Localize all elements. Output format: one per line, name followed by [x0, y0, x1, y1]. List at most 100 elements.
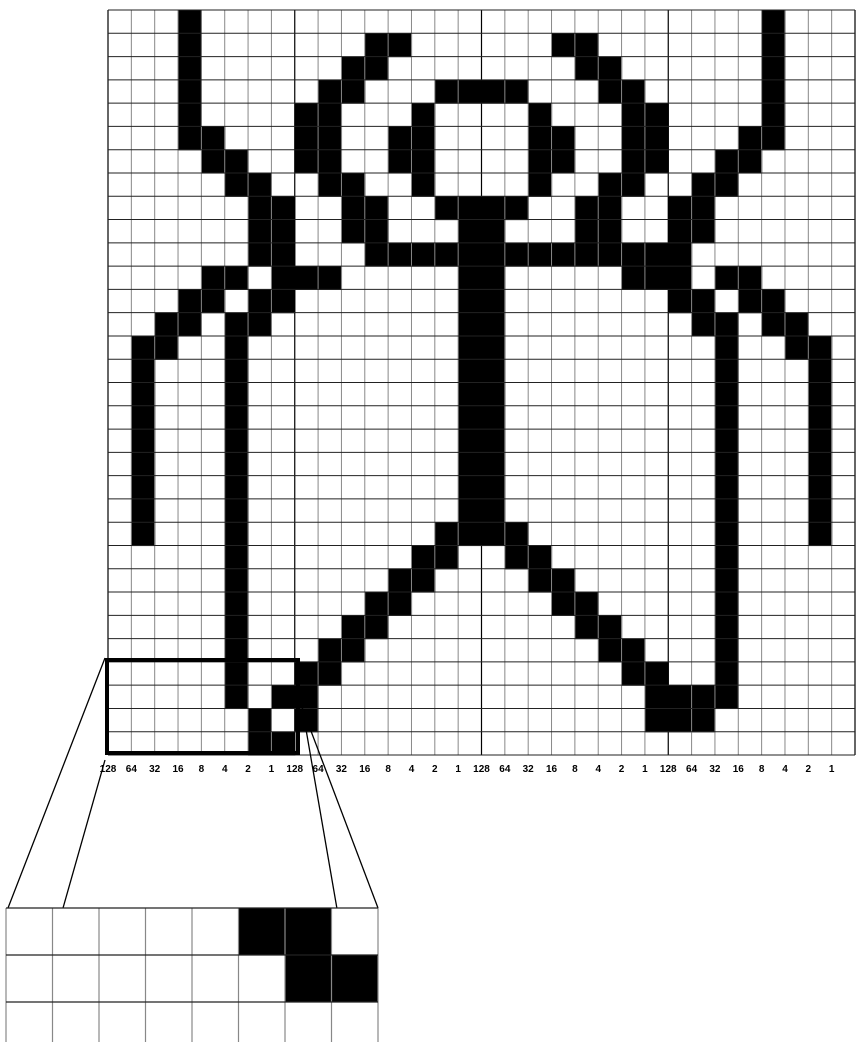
- filled-pixel: [528, 103, 552, 127]
- filled-pixel: [248, 708, 272, 732]
- bit-weight-label: 16: [546, 764, 558, 775]
- filled-pixel: [808, 383, 832, 407]
- filled-pixel: [715, 336, 739, 360]
- filled-pixel: [225, 615, 249, 639]
- filled-pixel: [178, 103, 202, 127]
- filled-pixel: [622, 266, 693, 290]
- bit-weight-label: 32: [709, 764, 721, 775]
- bit-weight-label: 1: [269, 764, 275, 775]
- filled-pixel: [808, 452, 832, 476]
- zoom-connector-left-outer: [8, 658, 105, 908]
- filled-pixel: [808, 522, 832, 546]
- filled-pixel: [225, 359, 249, 383]
- bit-weight-label: 2: [432, 764, 438, 775]
- bit-weight-label: 128: [473, 764, 490, 775]
- filled-pixel: [225, 406, 249, 430]
- bit-weight-label: 128: [660, 764, 677, 775]
- filled-pixel: [808, 406, 832, 430]
- filled-pixel: [131, 359, 155, 383]
- filled-pixel: [131, 429, 155, 453]
- bit-weight-label: 32: [149, 764, 161, 775]
- bit-weight-label: 4: [409, 764, 415, 775]
- zoomed-bitmap-detail: [6, 908, 379, 1042]
- filled-pixel: [808, 499, 832, 523]
- filled-pixel: [715, 592, 739, 616]
- filled-pixel: [131, 476, 155, 500]
- filled-pixel: [131, 383, 155, 407]
- bit-weight-label: 64: [126, 764, 138, 775]
- filled-pixel: [715, 452, 739, 476]
- filled-pixel: [225, 452, 249, 476]
- filled-pixel: [762, 103, 786, 127]
- filled-pixel: [762, 57, 786, 81]
- bit-weight-label: 1: [642, 764, 648, 775]
- bit-weight-label: 2: [619, 764, 625, 775]
- filled-pixel: [762, 10, 786, 34]
- filled-pixel: [715, 476, 739, 500]
- filled-pixel: [225, 662, 249, 686]
- filled-pixel: [225, 336, 249, 360]
- filled-pixel: [225, 522, 249, 546]
- filled-pixel: [715, 545, 739, 569]
- filled-pixel: [808, 429, 832, 453]
- filled-pixel: [131, 522, 155, 546]
- filled-pixel: [178, 10, 202, 34]
- filled-pixel: [715, 383, 739, 407]
- filled-pixel: [715, 639, 739, 663]
- filled-pixel: [715, 359, 739, 383]
- bit-weight-label: 32: [523, 764, 535, 775]
- filled-pixel: [411, 103, 435, 127]
- filled-pixel: [225, 499, 249, 523]
- filled-pixel: [225, 429, 249, 453]
- bit-weight-label: 16: [733, 764, 745, 775]
- bit-weight-label: 8: [572, 764, 578, 775]
- filled-pixel: [225, 383, 249, 407]
- filled-pixel: [131, 406, 155, 430]
- filled-pixel: [528, 173, 552, 197]
- bit-weight-label: 8: [385, 764, 391, 775]
- filled-pixel: [808, 476, 832, 500]
- filled-pixel: [715, 662, 739, 686]
- zoom-filled-pixel: [239, 908, 286, 956]
- filled-pixel: [225, 476, 249, 500]
- filled-pixel: [715, 499, 739, 523]
- bit-weight-label: 128: [286, 764, 303, 775]
- zoom-filled-pixel: [285, 908, 332, 956]
- filled-pixel: [715, 406, 739, 430]
- bit-weight-label: 1: [455, 764, 461, 775]
- filled-pixel: [808, 359, 832, 383]
- filled-pixel: [645, 708, 716, 732]
- filled-pixel: [178, 33, 202, 57]
- filled-pixel: [271, 266, 342, 290]
- bit-weight-label: 8: [199, 764, 205, 775]
- bit-weight-label: 1: [829, 764, 835, 775]
- bit-weight-label: 32: [336, 764, 348, 775]
- zoom-filled-pixel: [332, 955, 379, 1003]
- filled-pixel: [715, 615, 739, 639]
- filled-pixel: [225, 685, 249, 709]
- filled-pixel: [131, 452, 155, 476]
- bit-weight-label: 4: [595, 764, 601, 775]
- filled-pixel: [715, 429, 739, 453]
- bit-weight-label: 2: [806, 764, 812, 775]
- fly-bitmap-grid: [108, 10, 855, 756]
- bit-weight-label: 16: [359, 764, 371, 775]
- bit-weight-label: 2: [245, 764, 251, 775]
- filled-pixel: [715, 569, 739, 593]
- filled-pixel: [762, 33, 786, 57]
- bit-weight-label: 64: [313, 764, 325, 775]
- filled-pixel: [762, 80, 786, 104]
- zoom-filled-pixel: [285, 955, 332, 1003]
- filled-pixel: [225, 592, 249, 616]
- bit-weight-label: 4: [782, 764, 788, 775]
- filled-pixel: [178, 57, 202, 81]
- bit-weight-label: 8: [759, 764, 765, 775]
- filled-pixel: [225, 569, 249, 593]
- filled-pixel: [178, 80, 202, 104]
- bit-weight-label: 4: [222, 764, 228, 775]
- filled-pixel: [715, 522, 739, 546]
- bit-weight-label: 64: [686, 764, 698, 775]
- filled-pixel: [225, 545, 249, 569]
